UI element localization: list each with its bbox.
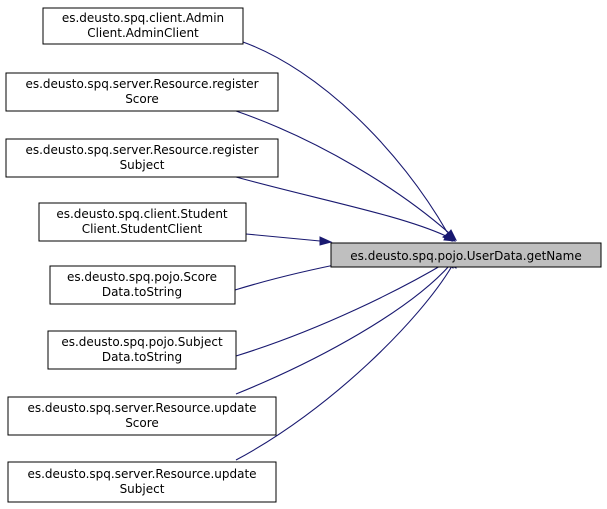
caller-label-line-2: Subject [120,482,165,496]
caller-label-line-2: Subject [120,158,165,172]
caller-label-line-2: Score [125,416,159,430]
caller-node-register-score[interactable]: es.deusto.spq.server.Resource.register S… [5,72,279,112]
caller-node-admin-client[interactable]: es.deusto.spq.client.Admin Client.AdminC… [42,7,244,45]
caller-label-line-1: es.deusto.spq.server.Resource.update [27,401,256,415]
caller-node-update-subject[interactable]: es.deusto.spq.server.Resource.update Sub… [7,461,277,503]
caller-label-line-2: Data.toString [102,285,182,299]
caller-label-line-2: Score [125,92,159,106]
caller-label-line-2: Client.StudentClient [82,222,203,236]
caller-label-line-1: es.deusto.spq.pojo.Score [67,270,217,284]
target-node-getname[interactable]: es.deusto.spq.pojo.UserData.getName [330,242,602,268]
caller-node-update-score[interactable]: es.deusto.spq.server.Resource.update Sco… [7,396,277,436]
caller-node-register-subject[interactable]: es.deusto.spq.server.Resource.register S… [5,138,279,178]
caller-label-line-1: es.deusto.spq.server.Resource.register [25,77,258,91]
edge-subject-tostring [235,255,457,357]
caller-label-line-1: es.deusto.spq.server.Resource.update [27,467,256,481]
caller-label-line-1: es.deusto.spq.client.Admin [62,11,224,25]
caller-label-line-1: es.deusto.spq.pojo.Subject [61,335,223,349]
caller-label-line-2: Client.AdminClient [87,26,199,40]
caller-node-student-client[interactable]: es.deusto.spq.client.Student Client.Stud… [38,202,247,242]
caller-label-line-1: es.deusto.spq.client.Student [56,207,228,221]
caller-label-line-2: Data.toString [102,350,182,364]
edge-update-score [235,255,458,395]
edge-register-subject [235,176,457,242]
edge-student-client [245,233,333,246]
caller-node-score-tostring[interactable]: es.deusto.spq.pojo.Score Data.toString [49,265,236,305]
caller-node-subject-tostring[interactable]: es.deusto.spq.pojo.Subject Data.toString [47,330,237,370]
caller-label-line-1: es.deusto.spq.server.Resource.register [25,143,258,157]
target-label: es.deusto.spq.pojo.UserData.getName [350,249,581,263]
